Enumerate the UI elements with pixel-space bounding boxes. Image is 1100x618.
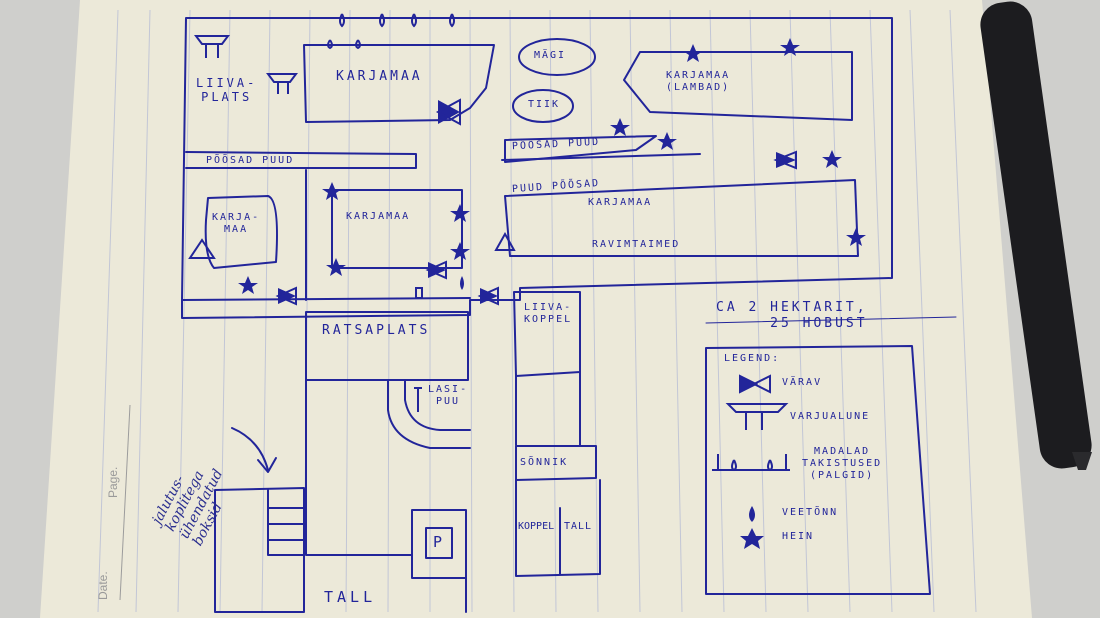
low-obstacles-icon	[712, 454, 790, 472]
map-lines	[181, 17, 957, 613]
legend-title: LEGEND:	[724, 353, 781, 364]
legend-label-water: VEETÕNN	[782, 507, 839, 518]
page-margin-label: Page.	[106, 466, 120, 498]
label-tall-small: TALL	[564, 521, 593, 532]
label-karjamaa-right: KARJAMAA	[588, 197, 653, 208]
gate-icons	[188, 98, 797, 306]
legend-label-hay: HEIN	[782, 531, 815, 542]
pen	[980, 1, 1092, 470]
hay-star-icon	[740, 528, 764, 549]
label-tall: TALL	[324, 588, 377, 606]
label-tiik: TIIK	[528, 99, 561, 110]
margin-rule	[119, 404, 131, 601]
label-ratsaplats: RATSAPLATS	[322, 323, 431, 338]
label-poosad-puud-left: PÕÕSAD PUUD	[206, 155, 295, 166]
legend-label-gate: VÄRAV	[782, 377, 823, 388]
label-lasipuu: LASI- PUU	[428, 384, 469, 407]
date-margin-label: Date.	[96, 571, 110, 600]
gate-icon	[739, 374, 771, 394]
label-parking: P	[433, 533, 443, 551]
shelter-icon	[725, 403, 789, 430]
legend-label-shelter: VARJUALUNE	[790, 411, 871, 422]
label-karjamaa-top: KARJAMAA	[336, 69, 423, 84]
area-note: CA 2 HEKTARIT, 25 HOBUST	[716, 300, 868, 331]
shelter-icons	[194, 35, 422, 412]
label-karjamaa-small: KARJA- MAA	[212, 212, 261, 235]
label-ravimtaimed: RAVIMTAIMED	[592, 239, 681, 250]
label-magi: MÄGI	[534, 50, 567, 61]
label-karjamaa-lambad: KARJAMAA (LAMBAD)	[666, 70, 731, 93]
label-karjamaa-mid: KARJAMAA	[346, 211, 411, 222]
legend-icons	[712, 374, 790, 549]
water-tank-icon	[749, 506, 755, 522]
water-tank-icons	[415, 276, 464, 299]
paper-sheet	[40, 0, 1032, 618]
hay-star-icons	[238, 38, 866, 294]
label-liivaplats: LIIVA- PLATS	[196, 76, 258, 105]
label-liivakoppel: LIIVA- KOPPEL	[524, 302, 573, 325]
low-obstacle-icons	[327, 13, 455, 50]
label-koppel: KOPPEL	[518, 521, 555, 532]
legend-label-obstacles: MADALAD TAKISTUSED (PALGID)	[802, 446, 883, 481]
label-sonnik: SÕNNIK	[520, 457, 569, 468]
